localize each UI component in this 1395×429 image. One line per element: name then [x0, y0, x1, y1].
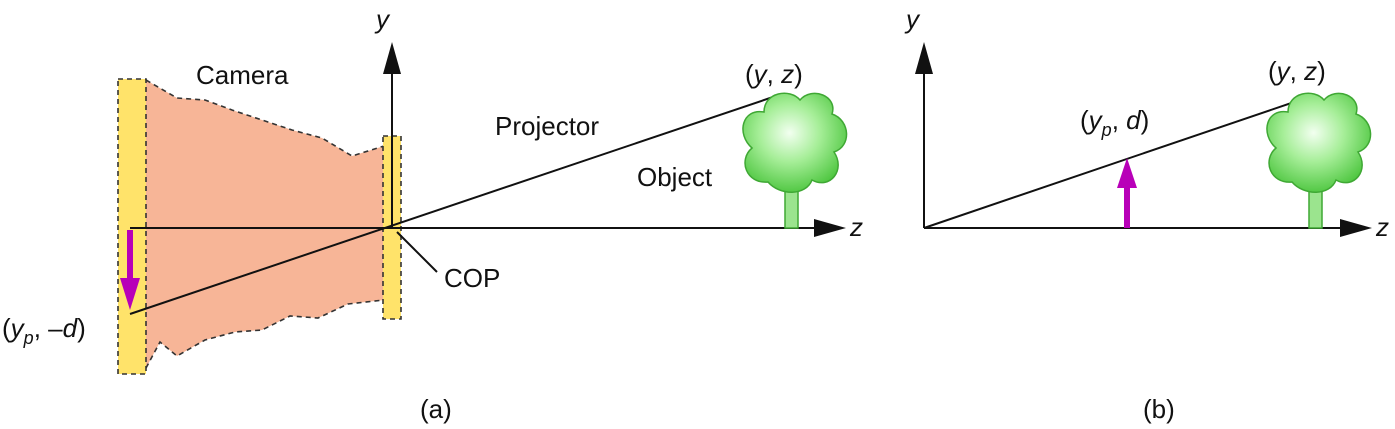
y-axis-a-arrowhead — [383, 42, 401, 74]
cop-label: COP — [444, 263, 500, 293]
camera-top-edge — [145, 79, 385, 157]
z-axis-a-label: z — [849, 212, 863, 242]
projector-line-b — [923, 97, 1307, 229]
object-point-b-label: (y, z) — [1268, 56, 1326, 86]
y-axis-a-label: y — [374, 4, 391, 34]
camera-body — [146, 80, 384, 368]
y-axis-b-arrowhead — [915, 42, 933, 74]
image-arrow-b-head — [1117, 158, 1137, 188]
panel-a: Camera Projector Object COP y z (y, z) (… — [2, 4, 863, 424]
image-point-a-label: (yp, –d) — [2, 313, 86, 348]
caption-b: (b) — [1143, 394, 1175, 424]
image-arrow-a-head — [120, 278, 140, 310]
z-axis-a-arrowhead — [814, 219, 846, 237]
camera-bottom-edge — [145, 299, 385, 369]
image-point-b-label: (yp, d) — [1080, 105, 1149, 140]
tree-foliage — [742, 92, 848, 193]
projector-line — [129, 95, 777, 315]
cop-leader — [396, 231, 438, 273]
tree-foliage-b — [1266, 92, 1372, 193]
projector-label: Projector — [495, 111, 599, 141]
z-axis-b-arrowhead — [1340, 219, 1372, 237]
camera-label: Camera — [196, 60, 289, 90]
panel-b: y z (y, z) (yp, d) (b) — [904, 4, 1389, 424]
film-plane — [117, 78, 147, 375]
tree-object-a — [742, 92, 848, 229]
tree-object-b — [1266, 92, 1372, 229]
y-axis-b-label: y — [904, 4, 921, 34]
caption-a: (a) — [420, 394, 452, 424]
z-axis-b-label: z — [1375, 212, 1389, 242]
object-point-a-label: (y, z) — [745, 59, 803, 89]
object-label: Object — [637, 162, 713, 192]
